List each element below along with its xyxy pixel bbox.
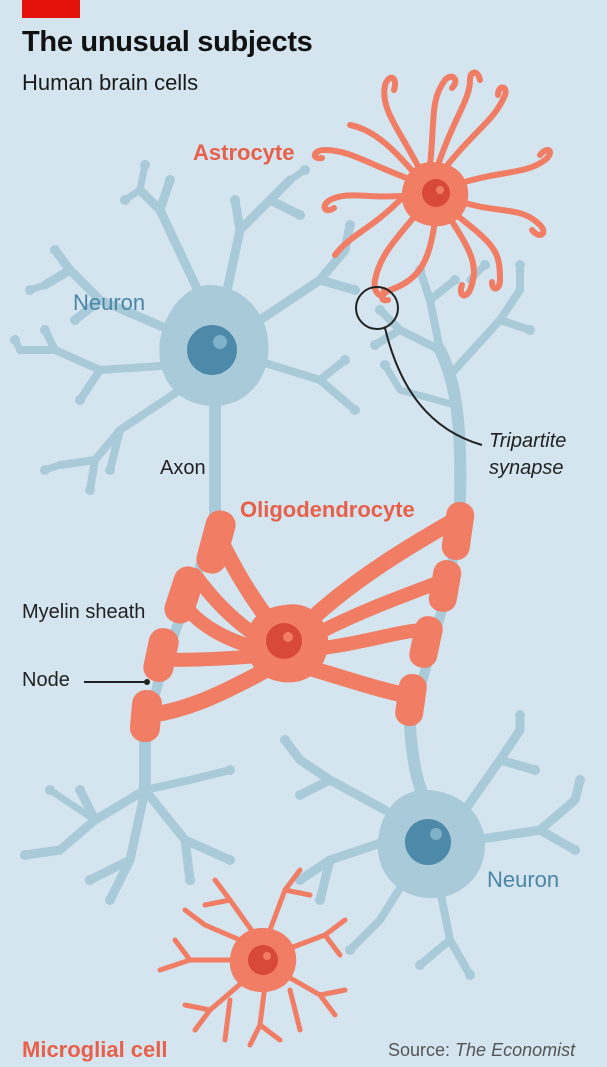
neuron-bottom-nucleus [405,819,451,865]
myelin-sheaths-right [395,502,475,727]
label-astrocyte: Astrocyte [193,140,295,165]
label-microglial-cell: Microglial cell [22,1037,168,1062]
source-prefix: Source: [388,1040,456,1060]
label-tripartite-line1: Tripartite [489,430,567,452]
source-credit: Source: The Economist [388,1040,575,1061]
neuron-bottom-nucleolus [430,828,442,840]
node-marker [144,679,150,685]
microglial-nucleus [248,945,278,975]
label-axon: Axon [160,457,206,479]
label-myelin-sheath: Myelin sheath [22,601,146,623]
neuron-bottom-tips [280,710,585,980]
neuron-left-terminal [20,734,235,905]
source-publication: The Economist [455,1040,576,1060]
neuron-right-tips [370,260,535,370]
neuron-top-nucleolus [213,335,227,349]
neuron-left-terminal-tips [20,765,235,905]
label-neuron-bottom: Neuron [487,867,560,892]
label-neuron-top: Neuron [73,290,146,315]
label-node: Node [22,669,70,691]
brand-bar [22,0,80,18]
tripartite-synapse-circle [355,286,399,330]
page-title: The unusual subjects [22,26,313,58]
microglial-nucleolus [263,952,271,960]
neuron-top-tips [10,160,360,495]
oligodendrocyte-nucleolus [283,632,293,642]
page-subtitle: Human brain cells [22,70,199,95]
oligodendrocyte-nucleus [266,623,302,659]
astrocyte [311,69,553,304]
microglial-cell [157,867,348,1048]
neuron-top-nucleus [187,325,237,375]
astrocyte-nucleus [422,179,450,207]
label-tripartite-line2: synapse [489,457,564,479]
astrocyte-nucleolus [436,186,444,194]
label-oligodendrocyte: Oligodendrocyte [240,497,415,522]
myelin-sheaths-left [129,510,236,743]
tripartite-synapse-leader [384,327,483,446]
